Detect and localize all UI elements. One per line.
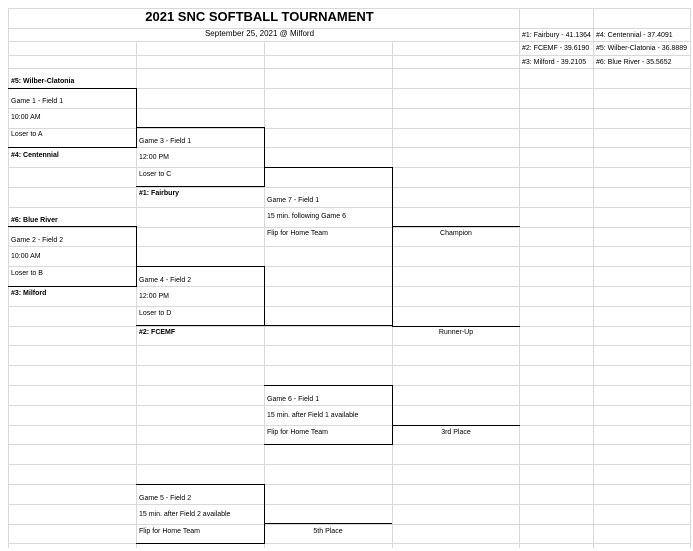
seed-entry: #2: FCEMF - 39.6190: [522, 45, 590, 52]
game-time: 15 min. after Field 1 available: [267, 412, 359, 419]
bracket-line: [392, 425, 520, 426]
loser-note: Loser to D: [139, 310, 172, 317]
bracket-line: [264, 167, 393, 168]
seed-entry: #3: Milford - 39.2105: [522, 59, 587, 66]
runner-up-label: Runner-Up: [438, 329, 474, 336]
game-time: 12:00 PM: [139, 293, 169, 300]
bracket-line: [264, 266, 265, 326]
bracket-line: [264, 484, 265, 544]
game-title: Game 5 - Field 2: [139, 495, 192, 502]
game-time: 15 min. following Game 6: [267, 213, 346, 220]
third-place-label: 3rd Place: [441, 429, 471, 436]
seed-entry: #1: Fairbury - 41.1364: [522, 32, 591, 39]
bracket-line: [8, 88, 137, 89]
game-title: Game 4 - Field 2: [139, 277, 192, 284]
game-title: Game 3 - Field 1: [139, 138, 192, 145]
team-label: #1: Fairbury: [139, 190, 180, 197]
page-subtitle: September 25, 2021 @ Milford: [204, 29, 315, 38]
loser-note: Loser to A: [11, 131, 43, 138]
bracket-line: [264, 385, 393, 386]
bracket-line: [8, 226, 137, 227]
bracket-line: [392, 385, 393, 445]
game-time: 10:00 AM: [11, 253, 41, 260]
game-note: Flip for Home Team: [267, 230, 328, 237]
team-label: #4: Centennial: [11, 152, 59, 159]
game-title: Game 7 - Field 1: [267, 197, 320, 204]
game-note: Flip for Home Team: [267, 429, 328, 436]
bracket-line: [264, 127, 265, 187]
team-label: #5: Wilber-Clatonia: [11, 78, 75, 85]
bracket-line: [136, 186, 265, 187]
fifth-place-label: 5th Place: [313, 528, 343, 535]
bracket-line: [136, 325, 393, 326]
team-label: #2: FCEMF: [139, 329, 176, 336]
seed-entry: #6: Blue River - 35.5652: [596, 59, 672, 66]
game-title: Game 2 - Field 2: [11, 237, 64, 244]
bracket-line: [136, 127, 265, 128]
loser-note: Loser to C: [139, 171, 172, 178]
bracket-line: [392, 326, 520, 327]
bracket-line: [392, 167, 393, 327]
loser-note: Loser to B: [11, 270, 43, 277]
page-title: 2021 SNC SOFTBALL TOURNAMENT: [145, 9, 374, 24]
bracket-line: [136, 543, 265, 544]
team-label: #6: Blue River: [11, 217, 58, 224]
game-title: Game 1 - Field 1: [11, 98, 64, 105]
seed-entry: #5: Wilber-Clatonia - 36.8889: [596, 45, 688, 52]
game-time: 12:00 PM: [139, 154, 169, 161]
bracket-line: [136, 266, 265, 267]
bracket-line: [264, 523, 392, 524]
bracket-line: [136, 484, 265, 485]
bracket-line: [136, 226, 137, 287]
champion-label: Champion: [440, 230, 472, 237]
bracket-line: [8, 147, 137, 148]
game-time: 10:00 AM: [11, 114, 41, 121]
bracket-line: [136, 88, 137, 148]
seed-entry: #4: Centennial - 37.4091: [596, 32, 673, 39]
game-time: 15 min. after Field 2 available: [139, 511, 231, 518]
team-label: #3: Milford: [11, 290, 47, 297]
game-title: Game 6 - Field 1: [267, 396, 320, 403]
game-note: Flip for Home Team: [139, 528, 200, 535]
bracket-line: [264, 444, 393, 445]
bracket-line: [392, 226, 520, 227]
bracket-line: [8, 286, 137, 287]
